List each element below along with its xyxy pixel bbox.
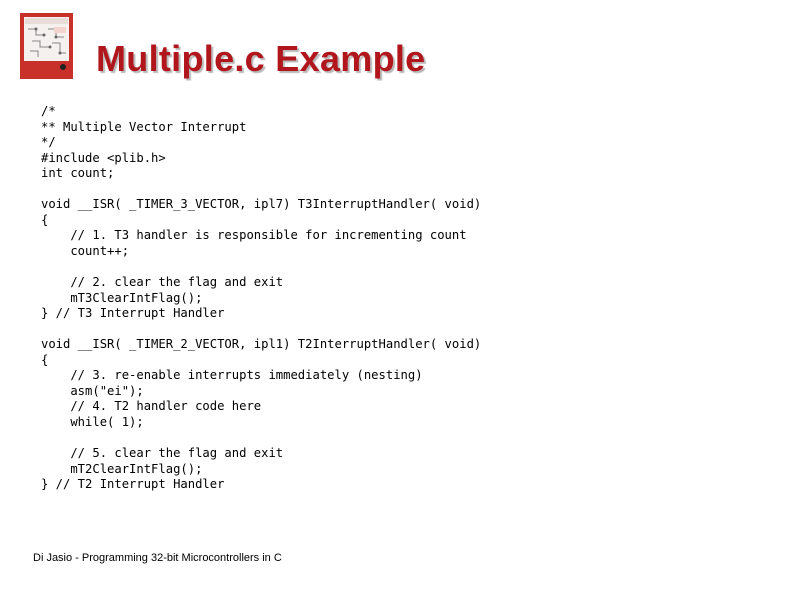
code-line: int count; [41,166,115,181]
code-line: asm("ei"); [41,383,144,398]
code-line: void __ISR( _TIMER_3_VECTOR, ipl7) T3Int… [41,197,482,212]
code-line [41,182,481,198]
code-line: // 1. T3 handler is responsible for incr… [41,228,467,243]
code-line: // 5. clear the flag and exit [41,446,284,461]
code-line: // 2. clear the flag and exit [41,275,284,290]
code-line [41,322,481,338]
code-line: { [41,212,49,227]
code-line: { [41,352,49,367]
code-line: */ [41,135,56,150]
slide-title: Multiple.c Example [96,38,426,79]
code-line: mT3ClearIntFlag(); [41,290,203,305]
code-line: } // T2 Interrupt Handler [41,477,225,492]
code-line [41,430,481,446]
code-line: #include <plib.h> [41,150,166,165]
code-line: } // T3 Interrupt Handler [41,306,225,321]
code-line: count++; [41,243,130,258]
code-line: ** Multiple Vector Interrupt [41,119,247,134]
code-line: // 3. re-enable interrupts immediately (… [41,368,423,383]
code-line: void __ISR( _TIMER_2_VECTOR, ipl1) T2Int… [41,337,482,352]
book-cover-icon [20,13,73,79]
book-cover-band [24,61,69,73]
code-line [41,259,481,275]
code-line: while( 1); [41,414,144,429]
slide-footer: Di Jasio - Programming 32-bit Microcontr… [33,552,282,564]
code-block: /*** Multiple Vector Interrupt*/#include… [41,104,481,493]
code-line: /* [41,104,56,118]
book-cover-artwork [24,17,69,73]
circuit-illustration-icon [25,18,68,57]
code-line: mT2ClearIntFlag(); [41,461,203,476]
code-line: // 4. T2 handler code here [41,399,262,414]
